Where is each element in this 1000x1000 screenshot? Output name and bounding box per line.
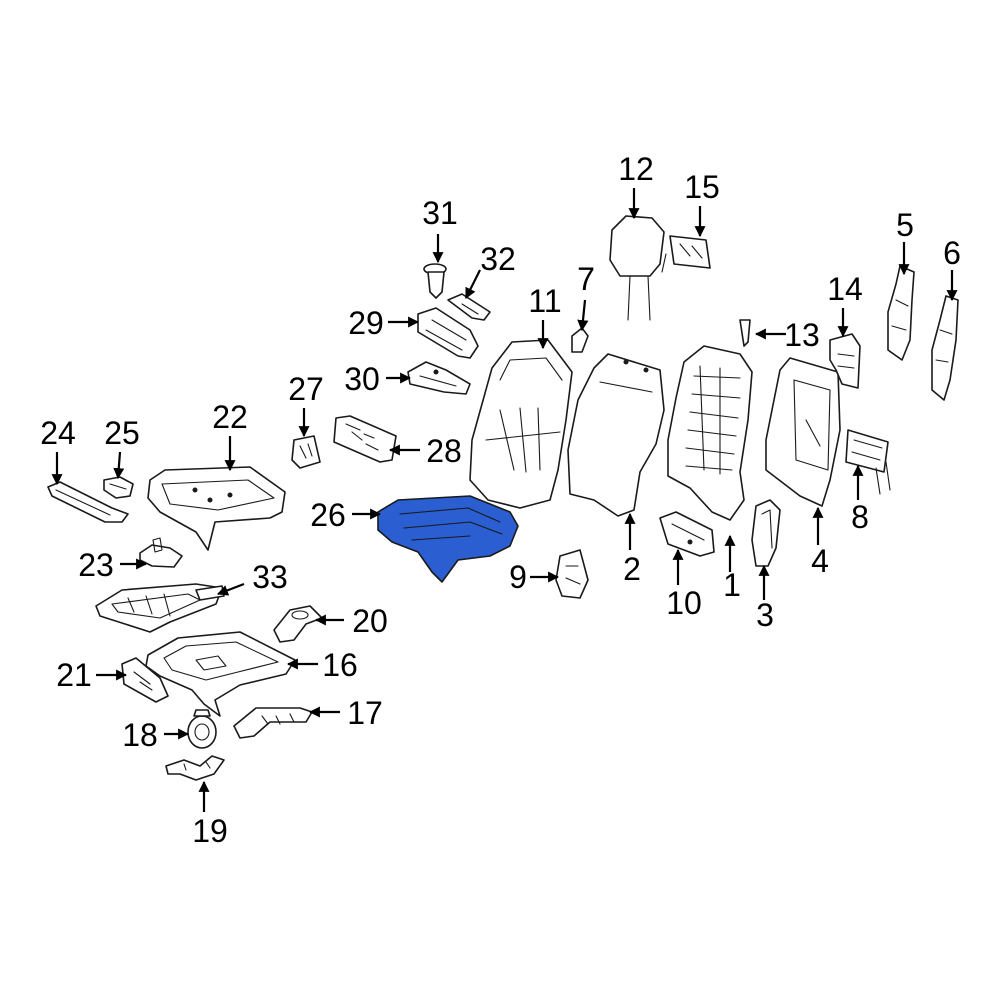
part-15-plate bbox=[661, 235, 711, 273]
callout-4: 4 bbox=[811, 543, 829, 579]
part-17-trim-piece bbox=[233, 707, 313, 739]
callout-33: 33 bbox=[252, 559, 288, 595]
callout-20: 20 bbox=[352, 603, 388, 639]
callout-10: 10 bbox=[666, 585, 702, 621]
part-29-switch-housing bbox=[417, 307, 479, 359]
part-8-connector bbox=[845, 429, 891, 495]
leader-lines bbox=[51, 188, 958, 812]
callout-6: 6 bbox=[943, 235, 961, 271]
callout-26: 26 bbox=[310, 497, 346, 533]
callout-31: 31 bbox=[422, 195, 458, 231]
part-16-seat-pan bbox=[145, 631, 296, 717]
part-21-side-bracket bbox=[121, 657, 169, 703]
callout-15: 15 bbox=[684, 169, 720, 205]
callout-25: 25 bbox=[104, 415, 140, 451]
callout-12: 12 bbox=[618, 151, 654, 187]
part-13-clip bbox=[739, 319, 751, 347]
part-2-seatback-pad bbox=[567, 353, 665, 517]
callout-18: 18 bbox=[122, 717, 158, 753]
callout-28: 28 bbox=[426, 433, 462, 469]
part-9-module bbox=[555, 549, 589, 599]
callout-8: 8 bbox=[851, 499, 869, 535]
callout-27: 27 bbox=[288, 371, 324, 407]
callout-29: 29 bbox=[348, 305, 384, 341]
callout-11: 11 bbox=[528, 283, 561, 319]
callout-labels: 1 2 3 4 5 6 7 8 9 10 11 12 13 14 15 16 1… bbox=[40, 151, 961, 849]
part-19-lower-bracket bbox=[165, 755, 225, 781]
callout-3: 3 bbox=[756, 597, 774, 633]
part-24-trim-strip bbox=[47, 481, 129, 523]
part-30-bracket bbox=[407, 361, 471, 395]
part-14-bracket bbox=[829, 333, 861, 389]
part-25-clip bbox=[103, 476, 134, 499]
part-23-bracket bbox=[139, 537, 183, 568]
callout-19: 19 bbox=[192, 813, 228, 849]
part-27-switch bbox=[291, 435, 321, 469]
part-26-highlight-fill bbox=[377, 495, 519, 583]
part-20-cover-clip bbox=[273, 605, 323, 643]
part-28-switch-panel bbox=[333, 415, 397, 463]
part-12-headrest bbox=[609, 215, 665, 321]
callout-7: 7 bbox=[577, 261, 595, 297]
part-1-seatback-frame bbox=[667, 345, 753, 521]
part-5-side-trim bbox=[887, 265, 915, 361]
part-6-side-trim bbox=[931, 295, 959, 401]
part-33-base-panel bbox=[95, 583, 225, 633]
callout-23: 23 bbox=[78, 547, 114, 583]
part-32-lever bbox=[447, 293, 491, 321]
callout-17: 17 bbox=[347, 695, 383, 731]
part-3-side-cover bbox=[751, 499, 781, 567]
callout-14: 14 bbox=[827, 271, 863, 307]
callout-1: 1 bbox=[723, 567, 741, 603]
callout-2: 2 bbox=[623, 551, 641, 587]
part-11-seatback-cover bbox=[469, 339, 573, 509]
callout-5: 5 bbox=[896, 207, 914, 243]
callout-30: 30 bbox=[344, 361, 380, 397]
part-31-push-pin bbox=[423, 263, 447, 299]
part-10-bracket bbox=[659, 511, 715, 557]
callout-32: 32 bbox=[480, 241, 516, 277]
part-7-headrest-guide bbox=[571, 319, 589, 353]
part-26-cushion-pad bbox=[377, 495, 519, 583]
callout-9: 9 bbox=[509, 559, 527, 595]
callout-13: 13 bbox=[784, 317, 820, 353]
part-18-actuator bbox=[187, 709, 217, 749]
part-22-cushion-frame bbox=[147, 466, 286, 551]
callout-22: 22 bbox=[212, 399, 248, 435]
part-4-rear-panel bbox=[765, 357, 841, 507]
callout-24: 24 bbox=[40, 415, 76, 451]
callout-21: 21 bbox=[56, 657, 92, 693]
callout-16: 16 bbox=[322, 647, 358, 683]
